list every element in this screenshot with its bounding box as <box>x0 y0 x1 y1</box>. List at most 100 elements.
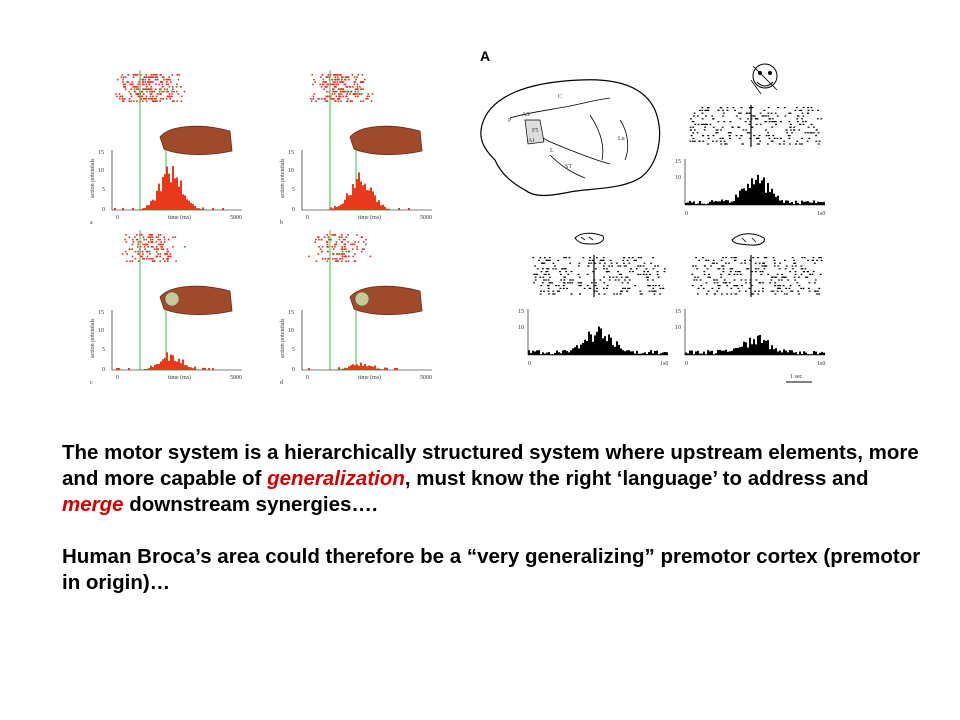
raster-spike <box>317 236 320 238</box>
raster-spike <box>343 90 346 93</box>
histogram-bar <box>767 340 769 355</box>
histogram-bar <box>689 350 691 355</box>
histogram-bar <box>194 206 196 210</box>
raster-spike <box>783 140 786 142</box>
histogram-bar <box>594 335 596 355</box>
histogram-bar <box>711 200 713 205</box>
histogram-bar <box>366 366 368 370</box>
histogram-bar <box>697 350 699 355</box>
raster-spike <box>808 282 811 284</box>
raster-spike <box>728 262 730 264</box>
histogram-bar <box>340 369 342 370</box>
histogram-bar <box>733 201 735 205</box>
raster-spike <box>157 253 160 255</box>
histogram-bar <box>693 201 695 205</box>
histogram-bar <box>162 176 164 210</box>
histogram-bar <box>745 190 747 205</box>
raster-spike <box>704 123 707 125</box>
x-axis-label: time (ms) <box>358 374 381 381</box>
raster-spike <box>565 271 568 273</box>
raster-spike <box>122 86 125 88</box>
raster-spike <box>137 243 140 246</box>
raster-spike <box>146 243 149 246</box>
raster-spike <box>645 268 648 270</box>
raster-spike <box>356 246 358 248</box>
raster-spike <box>816 259 819 261</box>
histogram-bar <box>168 173 170 210</box>
raster-spike <box>141 90 144 93</box>
raster-spike <box>720 140 722 142</box>
raster-spike <box>769 118 772 120</box>
raster-spike <box>124 86 126 88</box>
raster-spike <box>731 268 734 270</box>
histogram-bar <box>156 364 158 370</box>
raster-spike <box>160 81 162 83</box>
histogram-bar <box>713 201 715 205</box>
histogram-bar <box>642 353 644 355</box>
raster-spike <box>703 129 706 131</box>
raster-spike <box>716 282 719 284</box>
histogram-bar <box>803 351 805 355</box>
histogram-bar <box>813 350 815 355</box>
raster-spike <box>774 112 777 114</box>
histogram-bar <box>170 182 172 210</box>
object-sphere <box>164 291 180 307</box>
raster-spike <box>608 265 611 267</box>
raster-spike <box>137 93 140 95</box>
raster-spike <box>729 268 732 270</box>
panel-letter: d <box>280 380 283 386</box>
histogram-bar <box>783 349 785 355</box>
raster-spike <box>788 137 791 139</box>
raster-spike <box>811 109 814 111</box>
raster-spike <box>770 112 773 114</box>
raster-spike <box>784 259 786 261</box>
histogram-bar <box>695 351 697 355</box>
histogram-bar <box>801 200 803 205</box>
raster-spike <box>564 268 567 270</box>
histogram-bar <box>715 201 717 205</box>
histogram-bar <box>540 354 542 355</box>
raster-spike <box>788 112 791 114</box>
raster-spike <box>362 100 365 102</box>
raster-spike <box>144 76 146 78</box>
raster-spike <box>322 78 325 81</box>
raster-spike <box>326 76 329 78</box>
raster-spike <box>342 88 344 90</box>
raster-spike <box>694 265 697 267</box>
histogram-bar <box>749 337 751 355</box>
raster-spike <box>141 83 144 86</box>
raster-spike <box>640 293 643 295</box>
raster-spike <box>749 121 752 123</box>
histogram-bar <box>789 202 791 205</box>
raster-spike <box>334 246 336 248</box>
histogram-bar <box>751 344 753 355</box>
raster-spike <box>640 257 643 259</box>
histogram-bar <box>374 365 376 370</box>
raster-spike <box>790 129 792 131</box>
raster-spike <box>756 118 759 120</box>
raster-spike <box>748 123 751 125</box>
raster-spike <box>184 246 186 248</box>
raster-spike <box>150 86 153 88</box>
raster-spike <box>722 109 724 111</box>
raster-spike <box>163 238 166 241</box>
histogram-bar <box>753 339 755 355</box>
raster-spike <box>538 259 540 261</box>
raster-spike <box>784 115 787 117</box>
raster-spike <box>749 137 752 139</box>
histogram-bar <box>350 365 352 370</box>
raster-spike <box>545 259 548 261</box>
y-tick-15: 15 <box>98 150 104 156</box>
raster-spike <box>738 112 740 114</box>
raster-spike <box>579 293 582 295</box>
histogram-bar <box>560 353 562 355</box>
raster-spike <box>654 290 657 292</box>
histogram-bar <box>558 352 560 355</box>
raster-spike <box>152 95 154 98</box>
raster-spike <box>340 81 342 83</box>
histogram-bar <box>789 350 791 355</box>
raster-spike <box>623 262 625 264</box>
raster-spike <box>347 250 350 253</box>
raster-spike <box>130 93 132 95</box>
raster-spike <box>818 287 821 289</box>
